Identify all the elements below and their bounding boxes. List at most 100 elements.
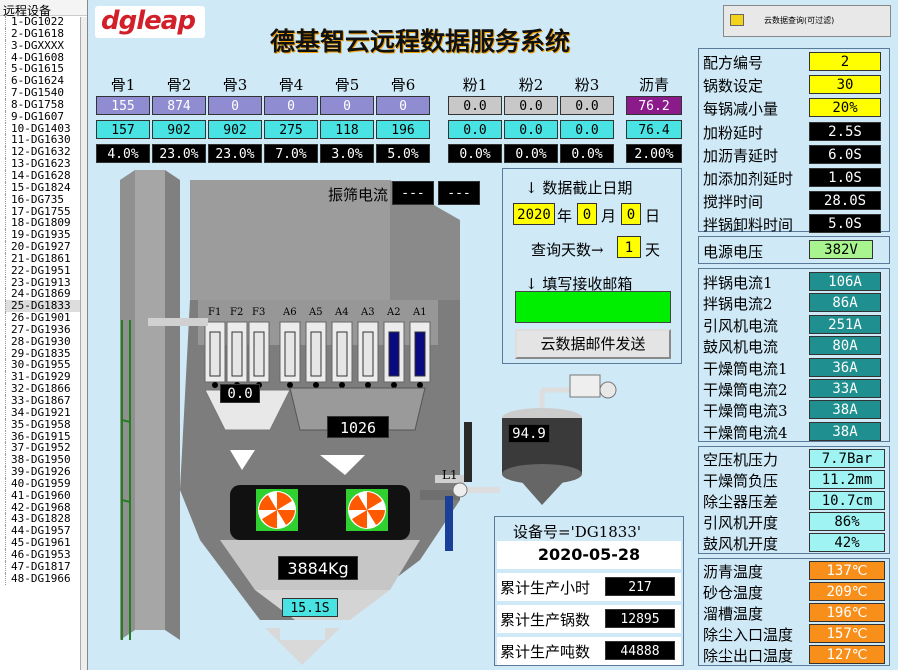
material-label: 骨5 <box>334 76 360 94</box>
device-tree-item[interactable]: 12-DG1632 <box>5 146 87 159</box>
params-label: 每锅减小量 <box>703 100 779 119</box>
device-tree-item[interactable]: 22-DG1951 <box>5 264 87 277</box>
material-row2-cell: 0.0 <box>448 120 502 139</box>
storage-bin <box>226 321 248 388</box>
device-tree-item[interactable]: 9-DG1607 <box>5 110 87 123</box>
material-row1-cell: 0 <box>320 96 374 115</box>
device-tree-item[interactable]: 16-DG735 <box>5 193 87 206</box>
device-tree-item[interactable]: 15-DG1824 <box>5 181 87 194</box>
currents-label: 干燥筒电流1 <box>703 359 788 378</box>
device-tree-item[interactable]: 13-DG1623 <box>5 158 87 170</box>
device-tree-item[interactable]: 3-DGXXXX <box>5 39 87 52</box>
device-tree-item[interactable]: 1-DG1022 <box>5 16 87 28</box>
device-tree-item[interactable]: 28-DG1930 <box>5 335 87 348</box>
tree-scrollbar[interactable] <box>80 17 87 670</box>
device-tree-item[interactable]: 8-DG1758 <box>5 99 87 111</box>
device-tree-item[interactable]: 26-DG1901 <box>5 312 87 324</box>
email-input[interactable] <box>515 291 671 323</box>
send-email-button[interactable]: 云数据邮件发送 <box>515 329 671 359</box>
device-tree-item[interactable]: 18-DG1809 <box>5 217 87 230</box>
days-input[interactable]: 1 <box>617 236 641 258</box>
currents-value: 33A <box>809 379 881 398</box>
params-label: 加添加剂延时 <box>703 170 794 188</box>
voltage-panel: 电源电压 382V <box>698 236 890 264</box>
device-tree-item[interactable]: 42-DG1968 <box>5 501 87 514</box>
storage-bin <box>383 321 405 388</box>
bin-label: F3 <box>252 307 266 318</box>
device-tree-item[interactable]: 24-DG1869 <box>5 288 87 301</box>
month-input[interactable]: 0 <box>577 203 597 225</box>
day-input[interactable]: 0 <box>621 203 641 225</box>
device-tree-item[interactable]: 4-DG1608 <box>5 51 87 64</box>
device-tree-item[interactable]: 32-DG1866 <box>5 383 87 395</box>
device-tree-item[interactable]: 14-DG1628 <box>5 170 87 182</box>
pressures-label: 空压机压力 <box>703 451 779 469</box>
currents-value: 36A <box>809 357 881 377</box>
batches-value: 12895 <box>605 609 675 628</box>
material-row1-cell: 0 <box>208 96 262 115</box>
device-tree-item[interactable]: 30-DG1955 <box>5 359 87 372</box>
device-tree-item[interactable]: 47-DG1817 <box>5 560 87 573</box>
device-tree-item[interactable]: 19-DG1935 <box>5 229 87 242</box>
device-tree-item[interactable]: 45-DG1961 <box>5 537 87 549</box>
temps-value: 127℃ <box>809 645 885 664</box>
device-tree-item[interactable]: 10-DG1403 <box>5 122 87 135</box>
batches-row: 累计生产锅数 12895 <box>497 605 681 633</box>
pressures-value: 11.2mm <box>809 470 885 489</box>
device-tree-item[interactable]: 17-DG1755 <box>5 205 87 218</box>
device-tree-item[interactable]: 23-DG1913 <box>5 276 87 289</box>
temps-value: 209℃ <box>809 582 885 601</box>
material-row1-cell: 76.2 <box>626 96 682 115</box>
screen-current-2: --- <box>438 181 480 205</box>
asphalt-weight: 94.9 <box>508 424 550 443</box>
device-tree-item[interactable]: 41-DG1960 <box>5 489 87 502</box>
device-tree-item[interactable]: 46-DG1953 <box>5 549 87 561</box>
device-tree-item[interactable]: 21-DG1861 <box>5 253 87 265</box>
email-title: ↓ 填写接收邮箱 <box>525 275 633 293</box>
temps-label: 溜槽温度 <box>703 605 764 623</box>
device-tree-item[interactable]: 38-DG1950 <box>5 454 87 467</box>
pressures-value: 7.7Bar <box>809 449 885 468</box>
material-label: 骨1 <box>110 76 136 94</box>
voltage-label: 电源电压 <box>703 243 764 261</box>
screen-current-label: 振筛电流 <box>328 186 389 204</box>
device-tree-item[interactable]: 27-DG1936 <box>5 324 87 336</box>
cloud-query-button[interactable]: 云数据查询(可过滤) <box>723 5 891 37</box>
device-tree-item[interactable]: 20-DG1927 <box>5 241 87 253</box>
device-tree-item[interactable]: 2-DG1618 <box>5 27 87 40</box>
voltage-value: 382V <box>809 240 873 259</box>
device-tree-item[interactable]: 40-DG1959 <box>5 478 87 490</box>
device-tree-item[interactable]: 43-DG1828 <box>5 513 87 526</box>
device-tree-item[interactable]: 29-DG1835 <box>5 347 87 360</box>
pressures-label: 引风机开度 <box>703 514 779 532</box>
device-tree-item[interactable]: 5-DG1615 <box>5 63 87 76</box>
device-tree-item[interactable]: 7-DG1540 <box>5 87 87 99</box>
mixer-fan-right-icon <box>344 487 390 533</box>
device-tree-item[interactable]: 25-DG1833 <box>5 300 87 313</box>
material-row1-cell: 0 <box>264 96 318 115</box>
material-row1-cell: 155 <box>96 96 150 115</box>
device-tree-item[interactable]: 31-DG1929 <box>5 371 87 384</box>
device-tree-item[interactable]: 34-DG1921 <box>5 406 87 419</box>
pressures-value: 10.7cm <box>809 491 885 510</box>
screen-current-1: --- <box>392 181 434 205</box>
device-tree-item[interactable]: 44-DG1957 <box>5 525 87 538</box>
device-tree-item[interactable]: 6-DG1624 <box>5 75 87 88</box>
device-tree-item[interactable]: 11-DG1630 <box>5 134 87 147</box>
device-tree-item[interactable]: 48-DG1966 <box>5 572 87 585</box>
logo: dgleap <box>95 6 205 38</box>
device-tree-item[interactable]: 37-DG1952 <box>5 442 87 455</box>
params-value: 20% <box>809 98 881 118</box>
device-tree-item[interactable]: 36-DG1915 <box>5 430 87 443</box>
currents-label: 鼓风机电流 <box>703 338 779 357</box>
device-tree-item[interactable]: 39-DG1926 <box>5 466 87 478</box>
page-title: 德基智云远程数据服务系统 <box>270 27 571 56</box>
hours-value: 217 <box>605 577 675 596</box>
device-tree-item[interactable]: 33-DG1867 <box>5 395 87 407</box>
storage-bin <box>357 321 379 388</box>
days-label: 查询天数→ <box>531 241 604 259</box>
year-input[interactable]: 2020 <box>513 203 555 225</box>
device-tree-item[interactable]: 35-DG1958 <box>5 418 87 431</box>
